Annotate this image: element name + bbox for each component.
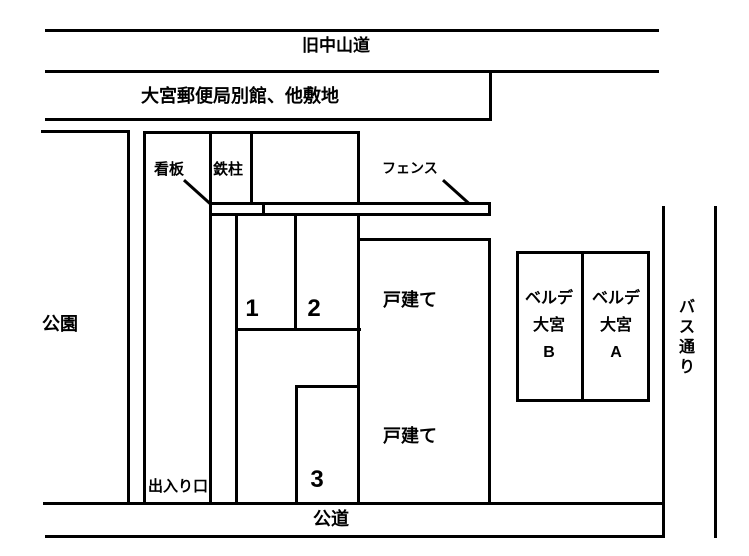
parking-divider-left-line — [235, 214, 238, 505]
post-office-bottom-line — [45, 118, 492, 121]
post-office-right-line — [489, 70, 492, 121]
bottom-road-label: 公道 — [313, 509, 349, 529]
parking-1-2-bottom-line — [235, 328, 361, 331]
bottom-road-lower-line — [45, 535, 663, 538]
property-left-line — [143, 131, 146, 505]
parking-1-2-divider-line — [294, 214, 297, 331]
verde-b-line3: B — [543, 344, 555, 361]
fence-bar-divider — [262, 202, 265, 216]
fence-bar — [209, 202, 491, 216]
entrance-label: 出入り口 — [147, 478, 208, 495]
park-top-line — [41, 130, 130, 133]
bus-road-right-line — [714, 206, 717, 538]
verde-a-line3: A — [610, 344, 622, 361]
top-road-upper-line — [45, 29, 659, 32]
verde-b-line2: 大宮 — [532, 317, 565, 334]
verde-divider-line — [581, 251, 584, 402]
property-inner-line-1 — [209, 131, 212, 505]
parking-3-left-line — [295, 385, 298, 504]
verde-a-label: ベルデ 大宮 A — [583, 285, 649, 366]
parking-space-1: 1 — [245, 295, 259, 322]
parking-space-2: 2 — [307, 295, 321, 322]
house-upper-label: 戸建て — [383, 290, 437, 310]
signboard-label: 看板 — [154, 161, 185, 178]
verde-b-label: ベルデ 大宮 B — [516, 285, 582, 366]
verde-b-line1: ベルデ — [524, 290, 573, 307]
top-road-label: 旧中山道 — [302, 36, 370, 55]
top-road-lower-line — [45, 70, 659, 73]
park-label: 公園 — [42, 314, 78, 334]
verde-a-line2: 大宮 — [599, 317, 632, 334]
steel-pillar-label: 鉄柱 — [213, 161, 244, 178]
park-right-line — [127, 130, 130, 505]
property-right-line — [357, 131, 360, 505]
parking-space-3: 3 — [310, 466, 324, 493]
bottom-road-upper-line — [43, 502, 663, 505]
house-right-line — [488, 238, 491, 504]
verde-a-line1: ベルデ — [591, 290, 640, 307]
post-office-label: 大宮郵便局別館、他敷地 — [141, 86, 339, 106]
parking-3-top-line — [295, 385, 360, 388]
bus-road-label: バス通り — [678, 299, 695, 376]
house-lower-label: 戸建て — [383, 426, 437, 446]
steel-pillar-column-line — [250, 131, 253, 205]
fence-label: フェンス — [382, 160, 438, 176]
house-top-line — [357, 238, 491, 241]
bus-road-left-line — [662, 206, 665, 538]
